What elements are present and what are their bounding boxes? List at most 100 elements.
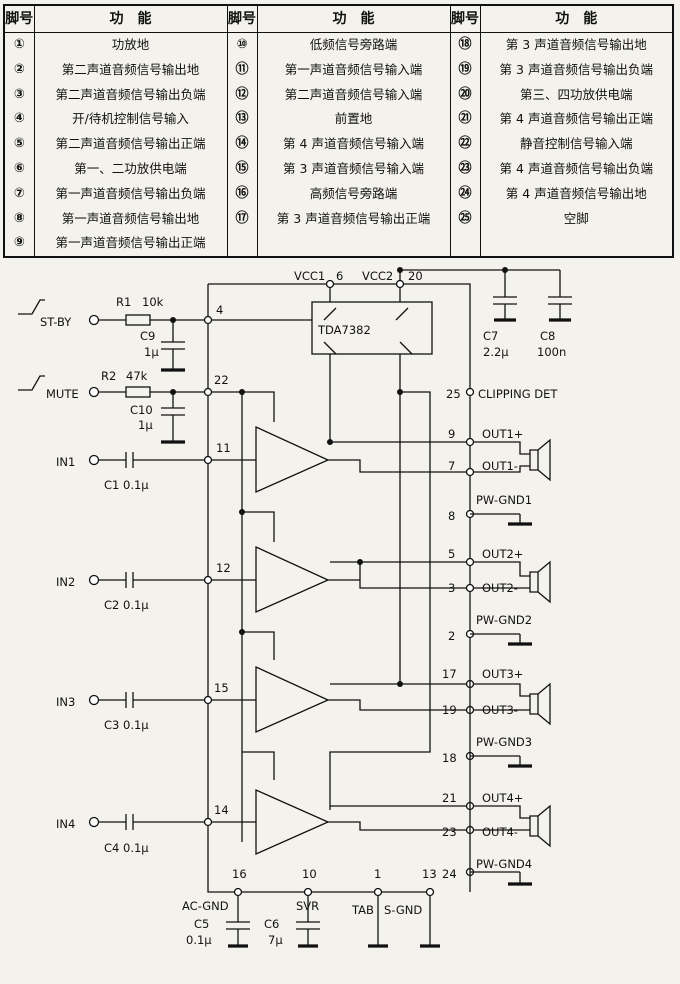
pin-9-label: 9 [448, 427, 455, 441]
pin-number-cell [226, 231, 258, 257]
bottom-pins: 16 10 1 13 AC-GND SVR TAB S-GND C5 0.1μ … [182, 867, 440, 948]
capacitor-c8: C8 100n [537, 296, 572, 359]
pin-number-cell: ⑥ [3, 156, 35, 182]
c10-label: C10 [130, 403, 153, 417]
c7-label: C7 [483, 329, 498, 343]
in2-label: IN2 [56, 575, 75, 589]
pin-function-cell: 第 4 声道音频信号输出地 [479, 181, 674, 207]
header-function-2: 功 能 [256, 5, 451, 33]
pin-number-cell: ⑬ [226, 107, 258, 133]
in3-terminal[interactable] [88, 694, 100, 706]
amplifier-2 [255, 545, 330, 614]
pin-number-cell: ㉓ [449, 156, 481, 182]
c10-value: 1μ [138, 418, 153, 432]
junction-dot [239, 509, 245, 515]
standby-input: ST-BY R1 10k C9 1μ 4 [18, 295, 312, 372]
pin-number-cell: ⑧ [3, 206, 35, 232]
c6-label: C6 [264, 917, 279, 931]
pin-number-cell: ㉒ [449, 132, 481, 157]
pin-14-pad [203, 817, 213, 827]
ac-gnd-label: AC-GND [182, 899, 229, 913]
pin-function-cell: 功放地 [33, 32, 228, 58]
pin-18-label: 18 [442, 751, 457, 765]
pw-gnd2-label: PW-GND2 [476, 613, 532, 627]
out1p-label: OUT1+ [482, 427, 523, 441]
pin-11-pad [203, 455, 213, 465]
pin-number-cell: ⑯ [226, 181, 258, 207]
pin-7-pad [465, 467, 475, 477]
pin-1-label: 1 [374, 867, 381, 881]
pin-number-cell: ④ [3, 107, 35, 133]
in1-terminal[interactable] [88, 454, 100, 466]
c6-value: 7μ [268, 933, 283, 947]
header-pin-2: 脚号 [226, 5, 258, 33]
speaker-3-icon [529, 682, 551, 726]
channel-2: IN2 C2 0.1μ 12 5 3 2 OUT2+ OUT2- PW-GND2 [56, 545, 551, 646]
pin-19-label: 19 [442, 703, 457, 717]
c9-value: 1μ [144, 345, 159, 359]
pin-function-cell: 空脚 [479, 206, 674, 232]
pin-number-cell: ㉑ [449, 107, 481, 133]
c9-label: C9 [140, 329, 155, 343]
tda7382-schematic: VCC1 6 VCC2 20 C7 2.2μ C8 100n [18, 267, 572, 948]
pin-24-label: 24 [442, 867, 457, 881]
channel-4: IN4 C4 0.1μ 14 21 23 24 OUT4+ OUT4- PW-G… [56, 788, 551, 886]
resistor-r1 [125, 314, 151, 326]
pin-number-cell: ⑭ [226, 132, 258, 157]
junction-dot [327, 439, 333, 445]
c5-value: 0.1μ [186, 933, 212, 947]
pin-function-cell: 第一声道音频信号输入端 [256, 57, 451, 83]
pin-2-label: 2 [448, 629, 455, 643]
pin-function-cell [479, 231, 674, 257]
chip-label: TDA7382 [317, 323, 371, 337]
pin-11-label: 11 [216, 441, 231, 455]
pin-function-cell: 第二声道音频信号输出地 [33, 57, 228, 83]
pin-7-label: 7 [448, 459, 455, 473]
pin-function-cell: 第 4 声道音频信号输入端 [256, 132, 451, 157]
pin-25-pad [465, 387, 475, 397]
pin-15-pad [203, 695, 213, 705]
pin-function-cell: 第 3 声道音频信号输出地 [479, 32, 674, 58]
r1-value: 10k [142, 295, 164, 309]
channel-3: IN3 C3 0.1μ 15 17 19 18 OUT3+ OUT3- PW-G… [56, 665, 551, 768]
pin-function-cell: 第 4 声道音频信号输出负端 [479, 156, 674, 182]
pin-12-label: 12 [216, 561, 231, 575]
amplifier-4 [255, 788, 330, 856]
pin-20-label: 20 [408, 269, 423, 283]
pin-function-cell: 第一声道音频信号输出正端 [33, 231, 228, 257]
out4m-label: OUT4- [482, 825, 518, 839]
pin-number-cell: ⑮ [226, 156, 258, 182]
c4-label: C4 0.1μ [104, 841, 149, 855]
table-header-row: 脚号 功 能 脚号 功 能 脚号 功 能 [3, 5, 674, 33]
pin-number-cell: ⑨ [3, 231, 35, 257]
pin-5-pad [465, 557, 475, 567]
speaker-2-icon [529, 560, 551, 604]
in4-terminal[interactable] [88, 816, 100, 828]
capacitor-c7: C7 2.2μ [483, 296, 517, 359]
stby-label: ST-BY [40, 315, 72, 329]
header-function-3: 功 能 [479, 5, 674, 33]
pw-gnd4-label: PW-GND4 [476, 857, 532, 871]
r2-label: R2 [101, 369, 116, 383]
s-gnd-label: S-GND [384, 903, 422, 917]
r1-label: R1 [116, 295, 131, 309]
pin-function-cell: 第 3 声道音频信号输出正端 [256, 206, 451, 232]
pin-number-cell: ⑤ [3, 132, 35, 157]
pin-function-cell: 第二声道音频信号输出正端 [33, 132, 228, 157]
pin-function-cell: 第一、二功放供电端 [33, 156, 228, 182]
pin-function-cell: 第 4 声道音频信号输出正端 [479, 107, 674, 133]
clipping-detector: 25 CLIPPING DET [329, 387, 558, 810]
pin-number-cell: ③ [3, 82, 35, 108]
pin-22-pad [203, 387, 213, 397]
stby-terminal[interactable] [88, 314, 100, 326]
header-function-1: 功 能 [33, 5, 228, 33]
pin-number-cell: ① [3, 32, 35, 58]
mute-terminal[interactable] [88, 386, 100, 398]
standby-switch-box: TDA7382 [311, 301, 433, 562]
pin-17-label: 17 [442, 667, 457, 681]
pin-10-label: 10 [302, 867, 317, 881]
in2-terminal[interactable] [88, 574, 100, 586]
